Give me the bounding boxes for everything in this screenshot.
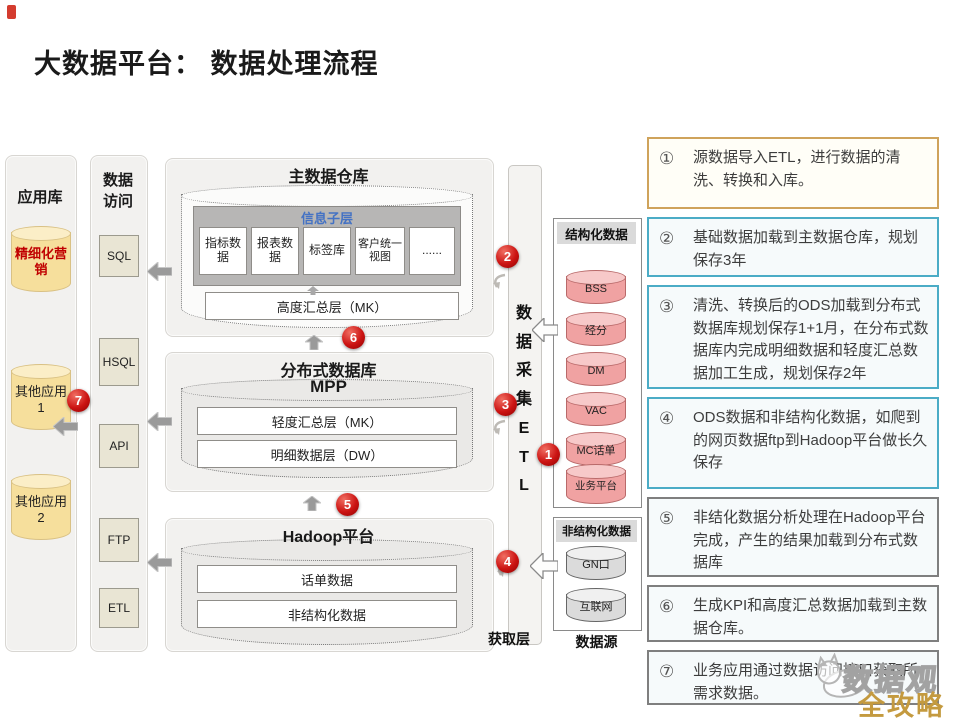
source-cylinder-mc: MC话单 <box>566 432 626 466</box>
app-library-header: 应用库 <box>17 189 63 206</box>
annotation-text: 生成KPI和高度汇总数据加载到主数据仓库。 <box>693 597 928 637</box>
data-access-header: 数据访问 <box>102 172 133 210</box>
page-title: 大数据平台： 数据处理流程 <box>34 49 379 79</box>
access-box-etl: ETL <box>99 588 139 628</box>
annotation-number: ⑤ <box>659 509 675 528</box>
annotation-3: ③ 清洗、转换后的ODS加载到分布式数据库规划保存1+1月，在分布式数据库内完成… <box>647 285 939 389</box>
source-cylinder-gn: GN口 <box>566 546 626 580</box>
annotation-6: ⑥ 生成KPI和高度汇总数据加载到主数据仓库。 <box>647 585 939 642</box>
annotation-text: 基础数据加载到主数据仓库，规划保存3年 <box>693 229 919 269</box>
info-sublayer-title: 信息子层 <box>300 210 353 226</box>
module-box: 标签库 <box>303 227 351 275</box>
step-badge-7: 7 <box>67 389 90 412</box>
info-sublayer-modules: 指标数据 报表数据 标签库 客户统一视图 ...... <box>194 227 460 275</box>
info-sublayer-container: 信息子层 指标数据 报表数据 标签库 客户统一视图 ...... <box>193 206 461 286</box>
main-warehouse-title: 主数据仓库 <box>288 169 369 186</box>
data-access-panel <box>90 155 148 652</box>
red-marker-icon <box>7 5 16 19</box>
white-arrow-left-icon <box>532 318 558 342</box>
app-cylinder-label: 其他应用2 <box>14 493 67 525</box>
arrow-up-icon <box>305 335 323 350</box>
annotation-4: ④ ODS数据和非结构化数据，如爬到的网页数据ftp到Hadoop平台做长久保存 <box>647 397 939 489</box>
data-source-label: 数据源 <box>575 634 618 650</box>
structured-data-header: 结构化数据 <box>557 222 636 244</box>
step-badge-4: 4 <box>496 550 519 573</box>
arrow-left-icon <box>53 417 78 436</box>
app-cylinder-other2: 其他应用2 <box>11 474 71 540</box>
annotation-number: ⑦ <box>659 662 675 681</box>
step-badge-1: 1 <box>537 443 560 466</box>
annotation-text: 源数据导入ETL，进行数据的清洗、转换和入库。 <box>693 149 901 189</box>
annotation-number: ① <box>659 149 675 168</box>
app-cylinder-marketing: 精细化营销 <box>11 226 71 292</box>
step-badge-5: 5 <box>336 493 359 516</box>
annotation-number: ⑥ <box>659 597 675 616</box>
app-cylinder-label: 精细化营销 <box>14 245 67 277</box>
arrow-up-icon <box>307 286 319 295</box>
annotation-text: 非结化数据分析处理在Hadoop平台完成，产生的结果加载到分布式数据库 <box>693 509 926 571</box>
annotation-number: ② <box>659 229 675 248</box>
hadoop-title: Hadoop平台 <box>282 529 375 546</box>
annotation-1: ① 源数据导入ETL，进行数据的清洗、转换和入库。 <box>647 137 939 209</box>
white-arrow-left-icon <box>530 553 558 579</box>
annotation-7: ⑦ 业务应用通过数据访问接口获取所需求数据。 <box>647 650 939 705</box>
annotation-5: ⑤ 非结化数据分析处理在Hadoop平台完成，产生的结果加载到分布式数据库 <box>647 497 939 577</box>
step-badge-6: 6 <box>342 326 365 349</box>
access-box-ftp: FTP <box>99 518 139 562</box>
unstructured-data-header: 非结构化数据 <box>556 520 637 542</box>
source-cylinder-bss: BSS <box>566 270 626 304</box>
arrow-left-icon <box>147 553 172 572</box>
annotation-text: 清洗、转换后的ODS加载到分布式数据库规划保存1+1月，在分布式数据库内完成明细… <box>693 297 929 382</box>
annotation-text: ODS数据和非结构化数据，如爬到的网页数据ftp到Hadoop平台做长久保存 <box>693 409 928 471</box>
hadoop-layer-box: 话单数据 <box>197 565 457 593</box>
step-badge-2: 2 <box>496 245 519 268</box>
watermark-logo-icon <box>816 652 869 698</box>
source-cylinder-dm: DM <box>566 352 626 386</box>
access-box-sql: SQL <box>99 235 139 277</box>
app-cylinder-label: 其他应用1 <box>14 383 67 415</box>
step-badge-3: 3 <box>494 393 517 416</box>
source-cylinder-bizplatform: 业务平台 <box>566 464 626 504</box>
hadoop-cylinder <box>181 539 473 645</box>
annotation-2: ② 基础数据加载到主数据仓库，规划保存3年 <box>647 217 939 277</box>
module-box: 报表数据 <box>251 227 299 275</box>
module-box: ...... <box>409 227 455 275</box>
access-box-hsql: HSQL <box>99 338 139 386</box>
mpp-subtitle: MPP <box>310 377 347 396</box>
app-cylinder-other1: 其他应用1 <box>11 364 71 430</box>
mpp-title: 分布式数据库 <box>280 363 377 380</box>
hadoop-layer-box: 非结构化数据 <box>197 600 457 628</box>
annotation-number: ③ <box>659 297 675 316</box>
watermark-tagline: 全攻略 <box>858 691 945 720</box>
module-box: 客户统一视图 <box>355 227 405 275</box>
mpp-layer-box: 轻度汇总层（MK） <box>197 407 457 435</box>
arrow-left-icon <box>147 412 172 431</box>
mpp-layer-box: 明细数据层（DW） <box>197 440 457 468</box>
etl-bar-label: 数据采集ETL <box>515 304 532 495</box>
source-cylinder-vac: VAC <box>566 392 626 426</box>
source-cylinder-jingfen: 经分 <box>566 312 626 346</box>
summary-layer-box: 高度汇总层（MK） <box>205 292 459 320</box>
arrow-up-icon <box>303 496 321 511</box>
arrow-left-icon <box>147 262 172 281</box>
acquisition-layer-label: 获取层 <box>488 631 530 647</box>
source-cylinder-internet: 互联网 <box>566 588 626 622</box>
curved-arrow-icon <box>493 273 506 289</box>
access-box-api: API <box>99 424 139 468</box>
curved-arrow-icon <box>493 419 506 435</box>
module-box: 指标数据 <box>199 227 247 275</box>
annotation-number: ④ <box>659 409 675 428</box>
